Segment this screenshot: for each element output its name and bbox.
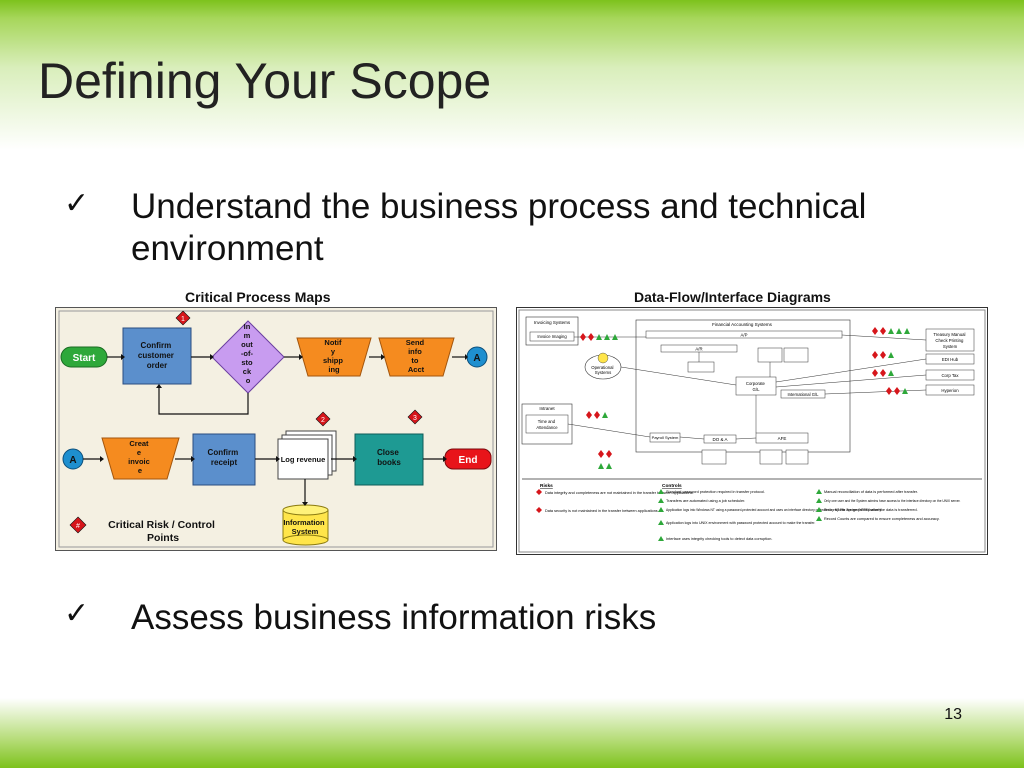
svg-text:International G/L: International G/L (788, 392, 820, 397)
svg-text:Only one user and the System a: Only one user and the System admins have… (824, 499, 961, 503)
bottom-gradient-band (0, 698, 1024, 768)
svg-text:Creat e invoic: Creat e invoic e (128, 439, 152, 475)
log-revenue-docs: Log revenue (277, 430, 337, 480)
svg-text:Controls: Controls (662, 483, 682, 489)
check-icon: ✓ (64, 597, 90, 630)
svg-text:Transfers are automated using: Transfers are automated using a job sche… (666, 499, 745, 503)
risks-controls-table: Risks Controls Data integrity and comple… (536, 483, 961, 541)
svg-text:A/R: A/R (695, 347, 702, 352)
dataflow-caption: Data-Flow/Interface Diagrams (634, 289, 831, 305)
svg-text:Interface uses integrity check: Interface uses integrity checking tools … (666, 537, 772, 541)
top-gradient-band (0, 0, 1024, 150)
bullet-1-line-1: Understand the business process and tech… (131, 187, 867, 226)
start-node: Start (60, 346, 108, 368)
svg-text:Operational Systems: Operational Systems (591, 365, 614, 375)
svg-text:Start: Start (73, 353, 96, 364)
svg-text:Application logs into Windows: Application logs into Windows NT using a… (666, 508, 882, 512)
svg-text:Corporate G/L: Corporate G/L (746, 381, 766, 392)
operational-systems: Operational Systems (584, 352, 622, 380)
svg-text:A/P: A/P (741, 333, 748, 338)
end-node: End (444, 448, 492, 470)
dataflow-panel: Invoicing Systems Invoice Imaging Financ… (516, 307, 988, 555)
svg-text:#: # (76, 523, 80, 530)
svg-text:DO & A: DO & A (712, 437, 727, 442)
process-map-caption: Critical Process Maps (185, 289, 331, 305)
svg-text:Financial Accounting Systems: Financial Accounting Systems (712, 322, 773, 327)
risk-marker-2: 2 (315, 411, 331, 427)
bullet-1-line-2: environment (131, 229, 324, 268)
bullet-2: Assess business information risks (131, 598, 657, 637)
risk-marker-1: 1 (175, 310, 191, 326)
svg-text:2: 2 (321, 417, 325, 424)
svg-text:Intranet: Intranet (539, 406, 555, 411)
confirm-receipt-box: Confirm receipt (192, 433, 256, 486)
svg-text:Invoicing Systems: Invoicing Systems (534, 320, 571, 325)
svg-text:Time and Attendance: Time and Attendance (536, 419, 558, 430)
risk-marker-3: 3 (407, 409, 423, 425)
connector-a-in: A (62, 448, 84, 470)
connector-a-out: A (466, 346, 488, 368)
svg-text:In m out -of: In m out -of- sto ck o (241, 322, 255, 385)
intranet-box: Intranet Time and Attendance (521, 403, 573, 445)
svg-text:AFE: AFE (778, 436, 787, 441)
svg-text:A: A (473, 353, 480, 364)
process-map-panel: Start Confirm customer order In m out -o… (55, 307, 497, 551)
edi-hub-box: EDI Hub (925, 353, 975, 365)
send-info-box: Send info to Acct (378, 337, 455, 377)
svg-text:3: 3 (413, 415, 417, 422)
svg-text:Error reports are generated af: Error reports are generated after the da… (824, 508, 918, 512)
svg-text:Data integrity and completenes: Data integrity and completeness are not … (545, 491, 694, 495)
svg-text:Payroll System: Payroll System (652, 435, 679, 440)
svg-text:Standard password protection r: Standard password protection required in… (666, 490, 765, 494)
payroll-box: Payroll System (649, 432, 681, 443)
invoicing-systems-box: Invoicing Systems Invoice Imaging (525, 316, 579, 346)
svg-text:Close books: Close books (377, 448, 401, 467)
marker-clusters (580, 327, 910, 469)
slide-title: Defining Your Scope (38, 53, 492, 109)
svg-text:Manual reconciliation of data: Manual reconciliation of data is perform… (824, 490, 918, 494)
svg-text:Treasury Manual Check Pr: Treasury Manual Check Printing System (933, 332, 966, 349)
svg-text:Critical Risk / Control: Critical Risk / Control Points (108, 519, 218, 544)
svg-text:Hyperion: Hyperion (941, 388, 959, 393)
risk-legend: # Critical Risk / Control Points (69, 516, 218, 544)
svg-text:EDI Hub: EDI Hub (942, 357, 959, 362)
svg-text:1: 1 (181, 316, 185, 323)
svg-text:Corp Tax: Corp Tax (941, 373, 959, 378)
top-flow-arrows (107, 356, 465, 415)
svg-text:End: End (459, 455, 478, 466)
svg-text:Data security is not maintaine: Data security is not maintained in the t… (545, 509, 659, 513)
svg-text:Information System: Information System (283, 518, 326, 536)
close-books-box: Close books (354, 433, 424, 486)
confirm-order-box: Confirm customer order (122, 327, 192, 385)
bottom-flow-arrows (83, 458, 443, 502)
financial-accounting-box: Financial Accounting Systems A/P A/R Cor… (635, 319, 851, 453)
svg-text:Application logs into UNIX env: Application logs into UNIX environment w… (666, 521, 815, 525)
create-invoice-box: Creat e invoic e (101, 437, 180, 480)
afe-box: AFE (755, 432, 809, 465)
svg-text:Invoice Imaging: Invoice Imaging (537, 334, 567, 339)
information-system-db: Information System (282, 504, 329, 546)
svg-text:Risks: Risks (540, 483, 553, 489)
svg-text:Confirm receipt: Confirm receipt (208, 448, 241, 467)
corp-tax-box: Corp Tax (925, 369, 975, 381)
svg-text:Send info to: Send info to Acct (406, 338, 426, 374)
check-icon: ✓ (64, 187, 90, 220)
svg-text:Confirm customer o: Confirm customer order (138, 341, 176, 370)
svg-text:Log revenue: Log revenue (281, 455, 326, 464)
notify-shipping-box: Notif y shipp ing (296, 337, 372, 377)
hyperion-box: Hyperion (925, 384, 975, 396)
svg-text:A: A (69, 455, 76, 466)
treasury-box: Treasury Manual Check Printing System (925, 328, 975, 352)
in-stock-decision: In m out -of- sto ck o (211, 320, 285, 394)
svg-text:Record Counts are compared to: Record Counts are compared to ensure com… (824, 517, 940, 521)
page-number: 13 (944, 706, 962, 723)
svg-text:Notif y shipp: Notif y shipp ing (323, 338, 345, 374)
